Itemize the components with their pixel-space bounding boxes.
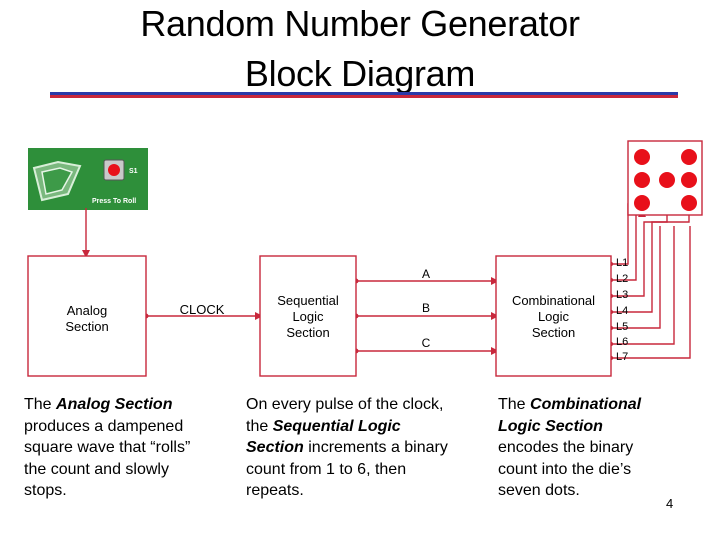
title-underline-blue [50,92,678,95]
arrowhead-a [491,277,499,285]
push-button-cap [108,164,120,176]
board-logo-inner [41,167,74,195]
page-title-line-2: Block Diagram [244,53,476,94]
combinational-logic-block [495,255,612,377]
combinational-description: The Combinational Logic Section encodes … [498,396,642,499]
signal-label-c: C [421,336,431,350]
output-label-l4: L4 [616,305,629,317]
signal-label-b: B [421,301,430,315]
arrowhead-clock [255,312,263,320]
circuit-board-graphic [32,159,125,202]
circuit-board-image: S1 Press To Roll [28,148,148,210]
die-dots [634,149,697,211]
analog-section-block [27,255,147,377]
title-underline-red [50,95,678,98]
switch-label: S1 [129,168,138,175]
sequential-description: On every pulse of the clock, the Sequent… [246,396,448,499]
output-label-l5: L5 [616,321,629,333]
arrowhead-b [491,312,499,320]
sequential-logic-block [259,255,357,377]
output-label-l3: L3 [616,289,629,301]
press-to-roll-label: Press To Roll [92,198,137,205]
page-title-line-1: Random Number Generator [140,3,580,44]
output-label-l1: L1 [616,257,629,269]
combinational-logic-label: Combinational Logic Section [511,293,596,340]
signal-label-a: A [421,267,430,281]
output-label-l2: L2 [616,273,629,285]
arrowhead-analog [82,250,90,258]
page-number: 4 [666,496,674,511]
output-label-l7: L7 [616,351,629,363]
sequential-logic-label: Sequential Logic Section [277,293,339,340]
clock-label: CLOCK [179,302,225,317]
analog-description: The Analog Section produces a dampened s… [24,396,191,499]
analog-section-label: Analog Section [65,303,109,334]
output-label-l6: L6 [616,336,629,348]
arrowhead-c [491,347,499,355]
